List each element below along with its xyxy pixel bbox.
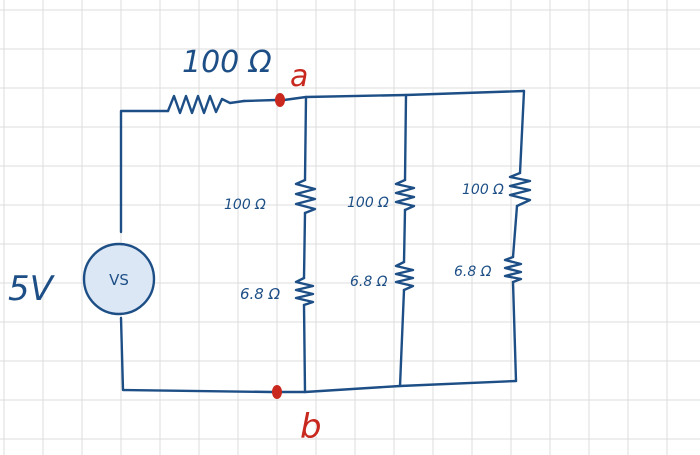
- series-resistor-label: 100 Ω: [182, 45, 272, 80]
- branch-3-wire-mid: [511, 204, 519, 259]
- branch-3-upper-label: 100 Ω: [462, 182, 504, 198]
- branch-2-wire-mid: [402, 208, 407, 264]
- wire-left-bottom: [119, 316, 274, 394]
- wire-series-to-node-a: [242, 98, 278, 103]
- node-a-marker: [275, 93, 285, 107]
- source-value-label: 5V: [8, 269, 56, 309]
- branch-1-wire-top: [303, 95, 308, 182]
- wire-bottom-rail: [280, 379, 518, 394]
- branch-2-upper-label: 100 Ω: [347, 195, 389, 211]
- wire-top-rail: [282, 89, 526, 102]
- node-a-label: a: [290, 59, 308, 94]
- branch-1-wire-mid: [302, 211, 307, 280]
- branch-2-lower-resistor-symbol: [394, 260, 415, 292]
- branch-2-wire-bottom: [398, 288, 406, 388]
- source-symbol-label: VS: [109, 271, 129, 289]
- branch-3-wire-bottom: [511, 280, 518, 383]
- branch-2-wire-top: [403, 93, 408, 182]
- wire-left-top: [119, 109, 170, 234]
- branch-1-wire-bottom: [302, 303, 307, 394]
- branch-2-lower-label: 6.8 Ω: [350, 274, 388, 290]
- voltage-source-symbol: [82, 242, 156, 316]
- branch-1-upper-label: 100 Ω: [224, 197, 266, 213]
- branch-3-upper-resistor-symbol: [508, 171, 532, 208]
- branch-3-lower-resistor-symbol: [503, 255, 523, 284]
- branch-1-upper-resistor-symbol: [294, 178, 317, 215]
- branch-3-lower-label: 6.8 Ω: [454, 264, 492, 280]
- branch-2-upper-resistor-symbol: [394, 178, 416, 212]
- series-resistor-symbol: [166, 94, 246, 115]
- wires: [119, 89, 532, 394]
- branch-1-lower-label: 6.8 Ω: [240, 285, 281, 303]
- branch-1-lower-resistor-symbol: [294, 276, 315, 307]
- node-b-marker: [272, 385, 282, 399]
- node-b-label: b: [300, 407, 322, 447]
- branch-3-wire-top: [518, 89, 526, 175]
